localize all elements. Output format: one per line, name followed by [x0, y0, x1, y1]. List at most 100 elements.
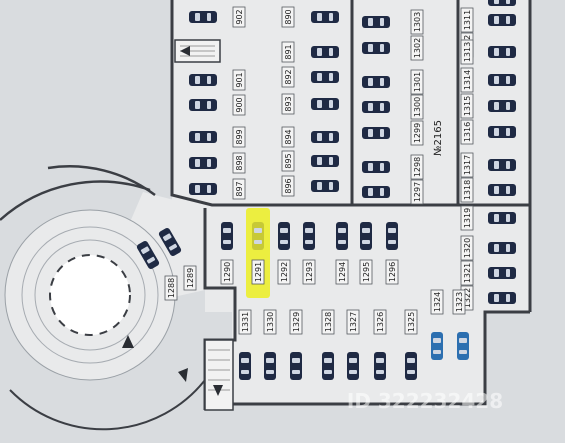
parking-spot-1325[interactable]: 1325	[404, 309, 418, 380]
spot-label: 1323	[455, 292, 464, 312]
car-icon	[488, 74, 516, 86]
spot-label: 1298	[413, 157, 422, 177]
car-icon	[290, 352, 302, 380]
parking-spot-1326[interactable]: 1326	[373, 309, 387, 380]
spot-label: 1313	[463, 42, 472, 62]
car-icon	[362, 76, 390, 88]
parking-spot-897[interactable]: 897	[189, 178, 246, 200]
spot-label: 1315	[463, 96, 472, 116]
parking-spot-1290[interactable]: 1290	[220, 222, 234, 285]
parking-spot-900[interactable]: 900	[189, 94, 246, 116]
parking-spot-1293[interactable]: 1293	[302, 222, 316, 285]
spot-label: 1291	[254, 262, 263, 282]
car-icon	[488, 292, 516, 304]
parking-spot-1327[interactable]: 1327	[346, 309, 360, 380]
parking-spot-902[interactable]: 902	[189, 6, 246, 28]
parking-spot-1329[interactable]: 1329	[289, 309, 303, 380]
parking-spot-1296[interactable]: 1296	[385, 222, 399, 285]
car-icon	[488, 126, 516, 138]
parking-spot-899[interactable]: 899	[189, 126, 246, 148]
car-icon	[488, 159, 516, 171]
parking-spot-1317[interactable]: 1317	[460, 152, 516, 178]
spot-label: 1302	[413, 38, 422, 58]
spot-label: 1329	[292, 312, 301, 332]
parking-spot-1321[interactable]: 1321	[460, 260, 516, 286]
parking-spot-1318[interactable]: 1318	[460, 177, 516, 203]
spot-label: 1319	[463, 208, 472, 228]
spot-label: 1325	[407, 312, 416, 332]
spot-label: 1303	[413, 12, 422, 32]
parking-spot-898[interactable]: 898	[189, 152, 246, 174]
spot-label: 902	[235, 9, 244, 24]
car-icon	[362, 101, 390, 113]
parking-spot-1322[interactable]: 1322	[460, 285, 516, 311]
parking-spot-895[interactable]: 895	[281, 150, 339, 172]
car-icon	[488, 242, 516, 254]
parking-spot-893[interactable]: 893	[281, 93, 339, 115]
parking-spot-896[interactable]: 896	[281, 175, 339, 197]
parking-spot-1328[interactable]: 1328	[321, 309, 335, 380]
spot-label: 1314	[463, 70, 472, 90]
parking-spot-1315[interactable]: 1315	[460, 93, 516, 119]
parking-spot-901[interactable]: 901	[189, 69, 246, 91]
watermark: ID 322232428	[347, 389, 503, 413]
car-icon	[303, 222, 315, 250]
parking-spot-1302[interactable]: 1302	[362, 35, 424, 61]
car-icon	[158, 227, 182, 257]
car-icon	[457, 332, 469, 360]
spot-label: 1316	[463, 122, 472, 142]
parking-spot-1303[interactable]: 1303	[362, 9, 424, 35]
parking-spot-891[interactable]: 891	[281, 41, 339, 63]
ramp-core	[49, 254, 131, 336]
spot-label: 1290	[223, 262, 232, 282]
parking-spot-1331[interactable]: 1331	[238, 309, 252, 380]
stair-arrow-icon	[213, 385, 223, 396]
parking-spot-1297[interactable]: 1297	[362, 179, 424, 205]
parking-spot-1294[interactable]: 1294	[335, 222, 349, 285]
car-icon	[362, 127, 390, 139]
spot-label: 901	[235, 72, 244, 87]
parking-spot-1295[interactable]: 1295	[359, 222, 373, 285]
parking-spot-1316[interactable]: 1316	[460, 119, 516, 145]
spot-label: 1317	[463, 155, 472, 175]
parking-spot-1323[interactable]: 1323	[452, 289, 469, 360]
car-icon	[189, 11, 217, 23]
spot-label: 1322	[463, 288, 472, 308]
parking-spot-890[interactable]: 890	[281, 6, 339, 28]
parking-spot-1288[interactable]: 1288	[136, 240, 178, 301]
spot-label: 1330	[266, 312, 275, 332]
parking-spot-1330[interactable]: 1330	[263, 309, 277, 380]
parking-spot-1291[interactable]: 1291	[246, 208, 270, 298]
parking-spot-894[interactable]: 894	[281, 126, 339, 148]
parking-spot-1313[interactable]: 1313	[460, 39, 516, 65]
spot-label: 1301	[413, 72, 422, 92]
spot-label: 898	[235, 155, 244, 170]
parking-spot-1298[interactable]: 1298	[362, 154, 424, 180]
stair-arrow-icon	[180, 46, 190, 56]
parking-spot-1319[interactable]: 1319	[460, 205, 516, 231]
spot-label: 1321	[463, 263, 472, 283]
car-icon	[311, 46, 339, 58]
car-icon	[488, 267, 516, 279]
parking-spot-1324[interactable]: 1324	[430, 289, 444, 360]
spot-label: 900	[235, 97, 244, 112]
parking-spot-1289[interactable]: 1289	[158, 227, 197, 291]
parking-spot-1292[interactable]: 1292	[277, 222, 291, 285]
parking-spot-1320[interactable]: 1320	[460, 235, 516, 261]
parking-spot-1300[interactable]: 1300	[362, 94, 424, 120]
parking-spot-1311[interactable]: 1311	[460, 0, 516, 33]
car-icon	[221, 222, 233, 250]
car-icon	[311, 131, 339, 143]
car-icon	[362, 161, 390, 173]
parking-spot-1314[interactable]: 1314	[460, 67, 516, 93]
car-icon	[488, 14, 516, 26]
parking-spot-1299[interactable]: 1299	[362, 120, 424, 146]
parking-spot-892[interactable]: 892	[281, 66, 339, 88]
spot-label: 1294	[338, 262, 347, 282]
spot-label: 897	[235, 181, 244, 196]
parking-spot-1301[interactable]: 1301	[362, 69, 424, 95]
car-icon	[278, 222, 290, 250]
car-icon	[362, 42, 390, 54]
spot-label: 1299	[413, 123, 422, 143]
